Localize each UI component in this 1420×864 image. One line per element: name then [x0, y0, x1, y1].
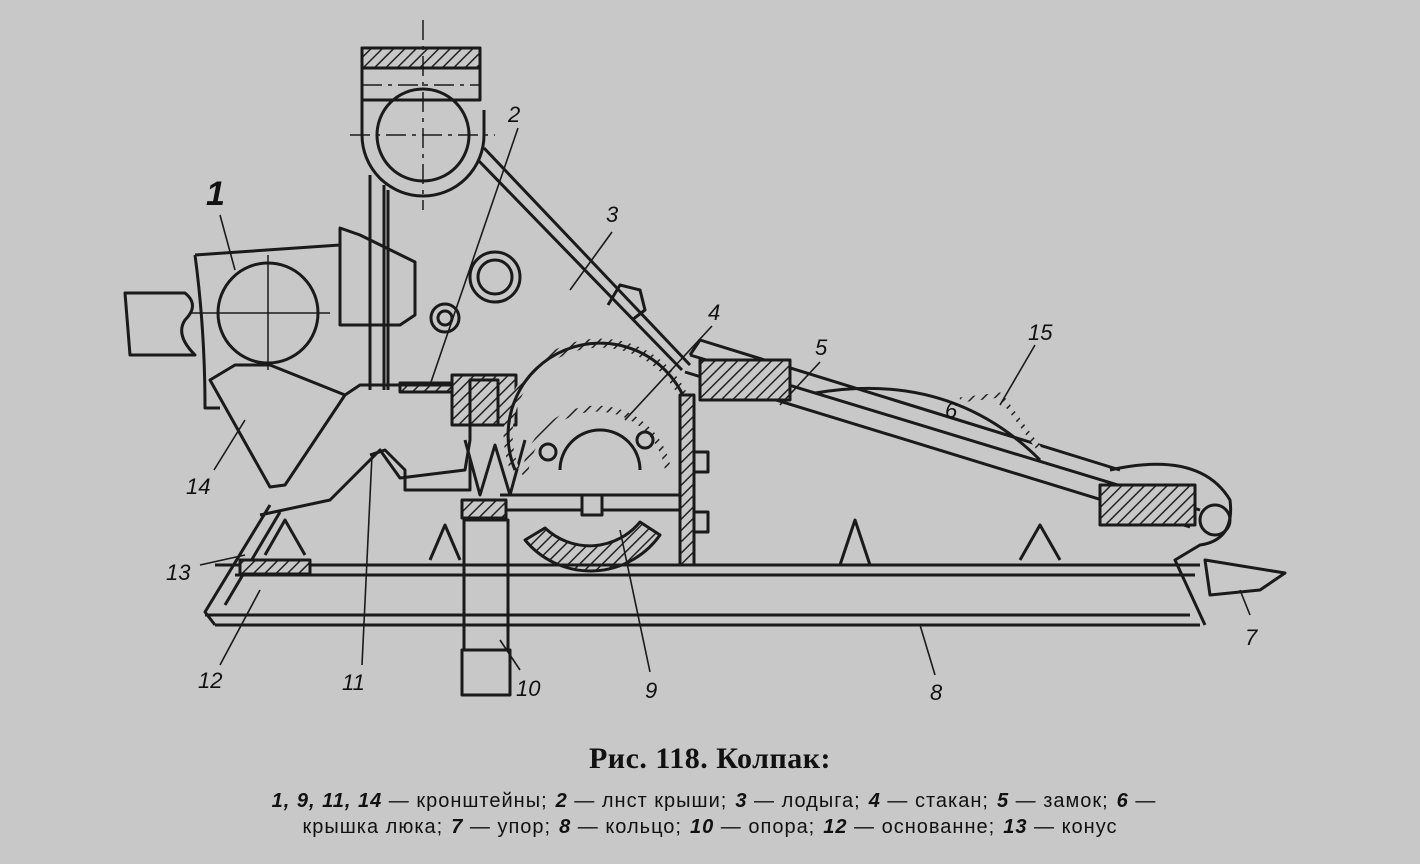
part-labels: 1 2 3 4 5 6 7 8 9 10 11 12 13 14 15: [166, 102, 1258, 705]
legend-number: 2: [555, 790, 568, 812]
legend-line: 1, 9, 11, 14 — кронштейны; 2 — лнст крыши…: [0, 790, 1420, 813]
vertical-plate: [678, 393, 696, 567]
label-11: 11: [342, 670, 365, 695]
legend-text: — лнст крыши;: [567, 790, 728, 812]
legend-text: — кольцо;: [571, 816, 682, 838]
label-4: 4: [708, 300, 720, 325]
bolt: [692, 450, 710, 474]
bracket-plate: [429, 146, 692, 372]
legend-text: крышка люка;: [302, 816, 444, 838]
label-14: 14: [186, 474, 210, 499]
legend-line: крышка люка; 7 — упор; 8 — кольцо; 10 — опо…: [0, 816, 1420, 839]
stop: [1203, 558, 1287, 597]
legend-text: — конус: [1027, 816, 1118, 838]
legend-number: 6: [1116, 790, 1129, 812]
legend-text: — замок;: [1009, 790, 1109, 812]
body-frame: [259, 373, 690, 517]
ring-base: [203, 504, 1200, 627]
legend-number: 4: [868, 790, 881, 812]
vertical-post: [338, 175, 417, 390]
bolt: [692, 510, 710, 534]
left-bracket: [123, 243, 347, 489]
base-teeth: [263, 518, 1062, 566]
segment-bracket: [523, 493, 662, 573]
label-7: 7: [1245, 625, 1258, 650]
legend-text: — основанне;: [847, 816, 996, 838]
cup: [503, 338, 690, 476]
label-10: 10: [516, 676, 541, 701]
label-12: 12: [198, 668, 222, 693]
label-5: 5: [815, 335, 828, 360]
legend-number: 5: [996, 790, 1010, 812]
label-3: 3: [606, 202, 619, 227]
legend-text: — упор;: [463, 816, 552, 838]
legend-number: 12: [823, 816, 848, 838]
hatch-cover: [684, 338, 1233, 626]
legend-text: — лодыга;: [747, 790, 861, 812]
figure-caption-title: Рис. 118. Колпак:: [588, 742, 832, 775]
label-15: 15: [1028, 320, 1053, 345]
legend-text: — стакан;: [880, 790, 989, 812]
leader-lines: [199, 127, 1251, 676]
label-8: 8: [930, 680, 943, 705]
legend-text: —: [1128, 790, 1157, 812]
legend-text: — опора;: [714, 816, 816, 838]
legend-number: 3: [735, 790, 748, 812]
label-13: 13: [166, 560, 191, 585]
legend-number: 8: [559, 816, 572, 838]
label-9: 9: [645, 678, 657, 703]
label-2: 2: [507, 102, 520, 127]
legend-number: 10: [690, 816, 715, 838]
support-post: [460, 498, 512, 697]
label-1: 1: [206, 175, 225, 213]
legend-number: 7: [451, 816, 464, 838]
legend-number: 1, 9, 11, 14: [271, 790, 383, 812]
legend-text: — кронштейны;: [382, 790, 548, 812]
label-6: 6: [945, 398, 958, 423]
technical-drawing: 1 2 3 4 5 6 7 8 9 10 11 12 13 14 15: [123, 20, 1287, 705]
top-clamp: [350, 20, 495, 210]
legend-number: 13: [1003, 816, 1028, 838]
